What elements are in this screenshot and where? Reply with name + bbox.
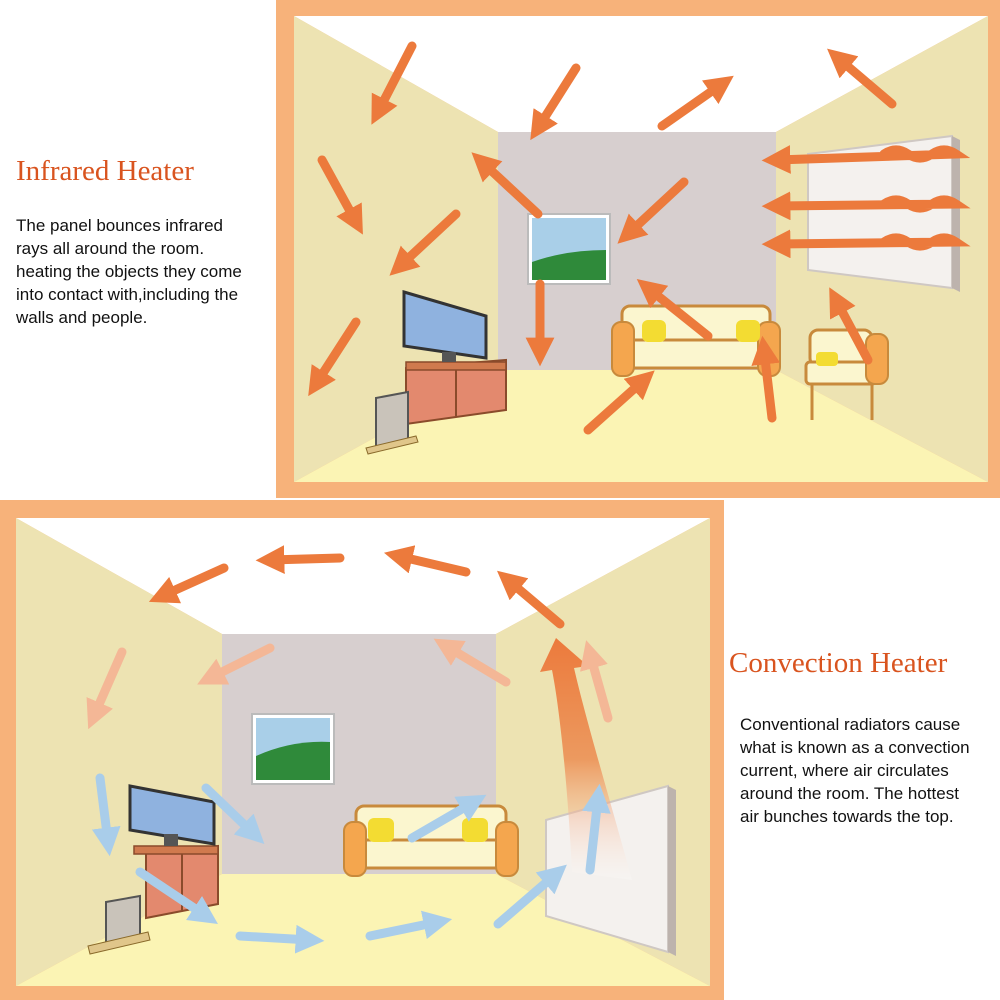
hot-air-plume [540, 638, 632, 880]
ceiling [294, 16, 988, 132]
infrared-description-line: The panel bounces infrared [16, 216, 223, 235]
infrared-heater-title: Infrared Heater [16, 155, 194, 187]
convection-heater-description: Conventional radiators cause what is kno… [740, 713, 970, 828]
infrared-description-line: walls and people. [16, 308, 148, 327]
wall-picture [251, 713, 335, 785]
convection-heater-title: Convection Heater [729, 647, 948, 679]
convection-description-line: around the room. The hottest [740, 784, 959, 803]
infrared-description-line: rays all around the room. [16, 239, 205, 258]
infrared-wave-rays [761, 145, 971, 259]
infrared-description-line: heating the objects they come [16, 262, 242, 281]
wall-picture [527, 213, 611, 285]
tv-cabinet [405, 358, 507, 426]
tv-cabinet [133, 844, 219, 920]
infrared-room-illustration [276, 0, 1000, 498]
convection-description-line: current, where air circulates [740, 761, 949, 780]
cooling-air-arrows [86, 638, 613, 730]
warm-air-arrows [148, 545, 565, 629]
infrared-rays [308, 41, 897, 435]
infrared-description-line: into contact with,including the [16, 285, 239, 304]
tv-heater-panel [365, 390, 419, 455]
armchair [804, 328, 889, 420]
cool-air-arrows [91, 773, 611, 954]
infrared-heater-description: The panel bounces infrared rays all arou… [16, 214, 242, 329]
tv [128, 784, 216, 846]
convection-description-line: Conventional radiators cause [740, 715, 961, 734]
convection-description-line: air bunches towards the top. [740, 807, 954, 826]
convection-room-illustration [0, 500, 724, 1000]
convection-description-line: what is known as a convection [740, 738, 970, 757]
tv-heater-panel [87, 894, 151, 955]
tv [402, 289, 488, 362]
sofa [343, 804, 519, 877]
sofa [611, 304, 781, 377]
